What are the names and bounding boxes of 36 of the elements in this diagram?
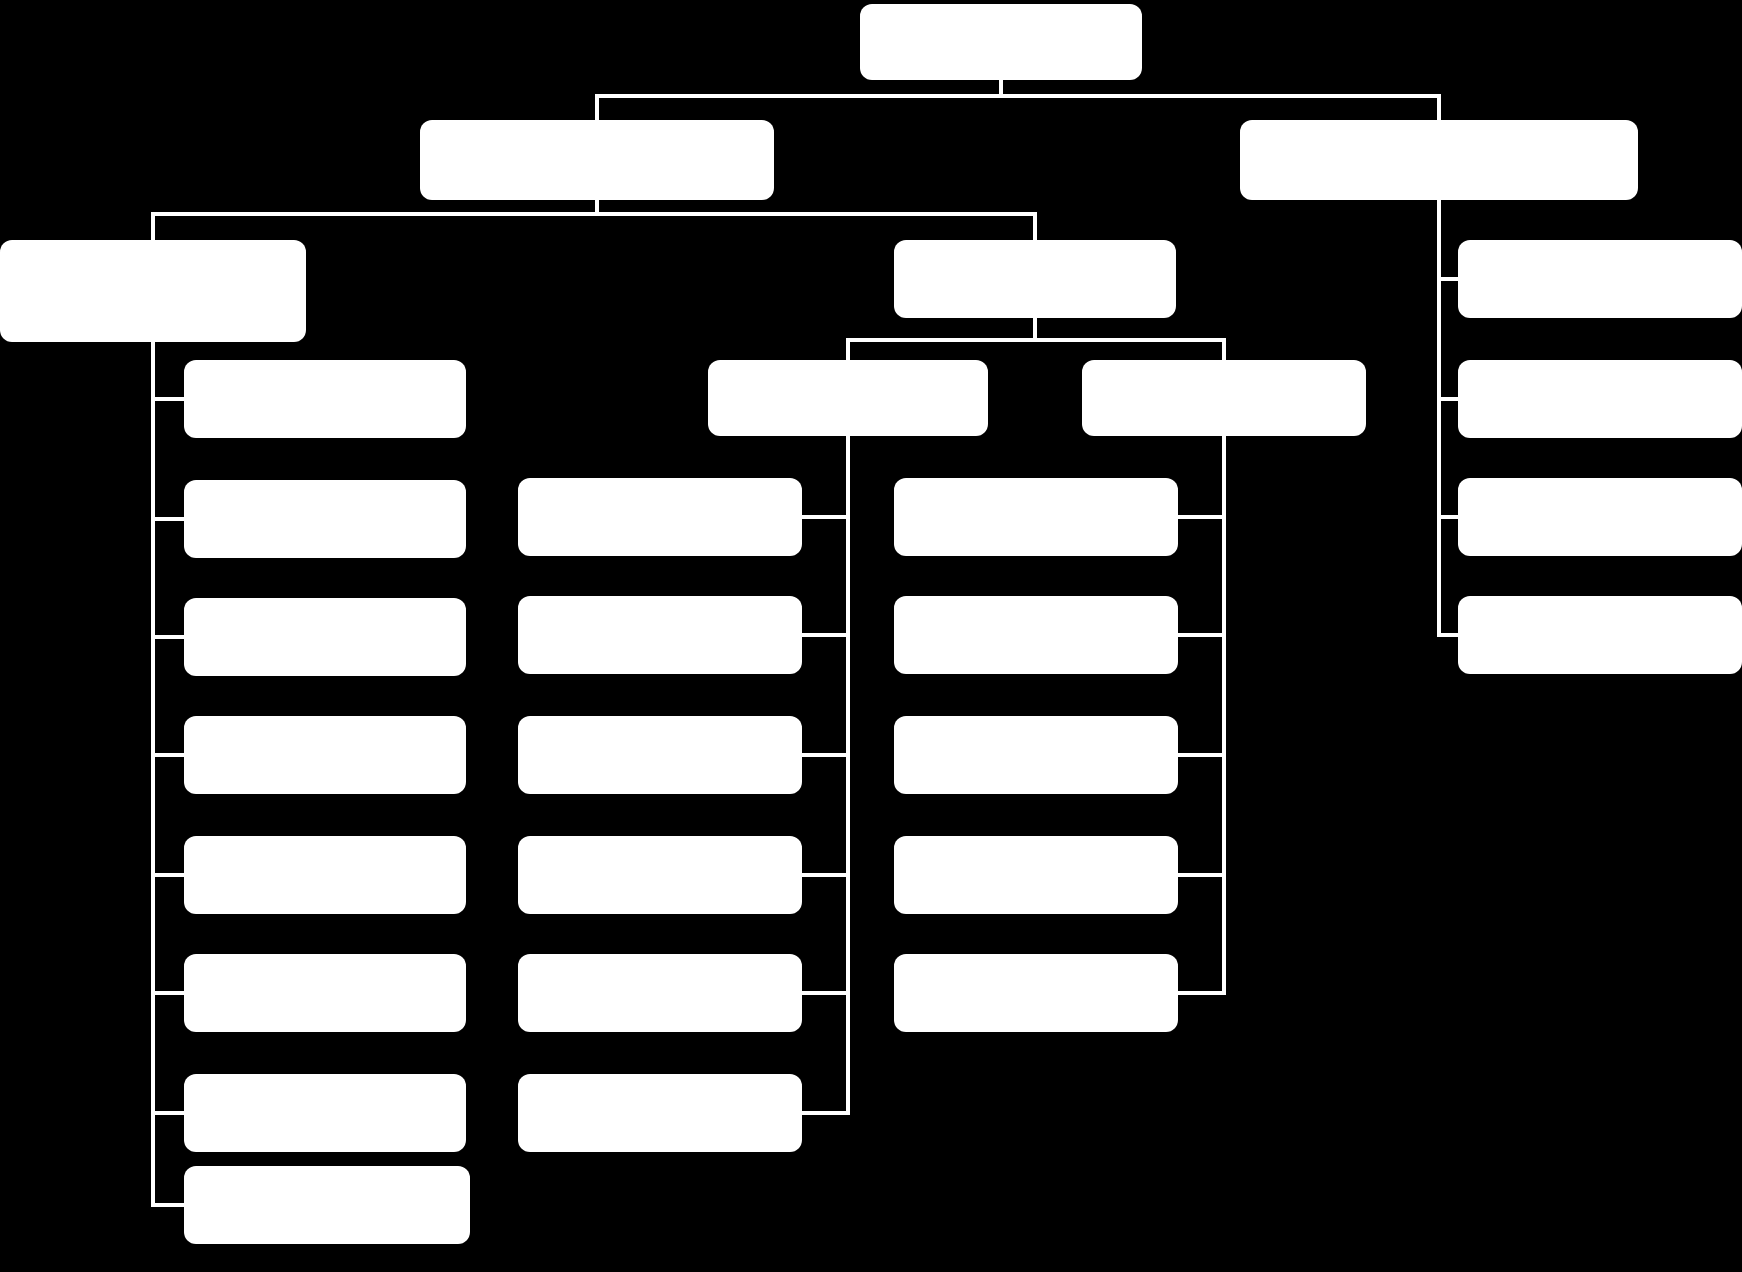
empty-org-box (184, 480, 466, 558)
empty-org-box (1458, 240, 1742, 318)
connector-line (999, 80, 1441, 120)
empty-org-box (518, 596, 802, 674)
empty-org-box (1458, 596, 1742, 674)
empty-org-box (420, 120, 774, 200)
empty-org-box (184, 360, 466, 438)
empty-org-box (518, 954, 802, 1032)
empty-org-box (894, 596, 1178, 674)
empty-org-box (894, 478, 1178, 556)
empty-org-box (894, 836, 1178, 914)
empty-org-box (1082, 360, 1366, 436)
connector-line (1033, 318, 1226, 360)
empty-org-box (184, 954, 466, 1032)
empty-org-box (518, 716, 802, 794)
empty-org-box (894, 240, 1176, 318)
connector-line (1178, 436, 1226, 995)
empty-org-box (894, 716, 1178, 794)
empty-org-box (184, 1166, 470, 1244)
empty-org-box (1240, 120, 1638, 200)
empty-org-box (1458, 478, 1742, 556)
empty-org-box (184, 598, 466, 676)
empty-org-box (1458, 360, 1742, 438)
empty-org-box (708, 360, 988, 436)
empty-org-box (518, 1074, 802, 1152)
empty-org-box (860, 4, 1142, 80)
empty-org-box (518, 836, 802, 914)
connector-line (595, 200, 1037, 240)
empty-org-box (518, 478, 802, 556)
connector-line (802, 436, 850, 1115)
empty-org-box (894, 954, 1178, 1032)
connector-line (1437, 200, 1458, 637)
empty-org-box (184, 836, 466, 914)
empty-org-box (184, 716, 466, 794)
empty-org-box (184, 1074, 466, 1152)
empty-org-box (0, 240, 306, 342)
